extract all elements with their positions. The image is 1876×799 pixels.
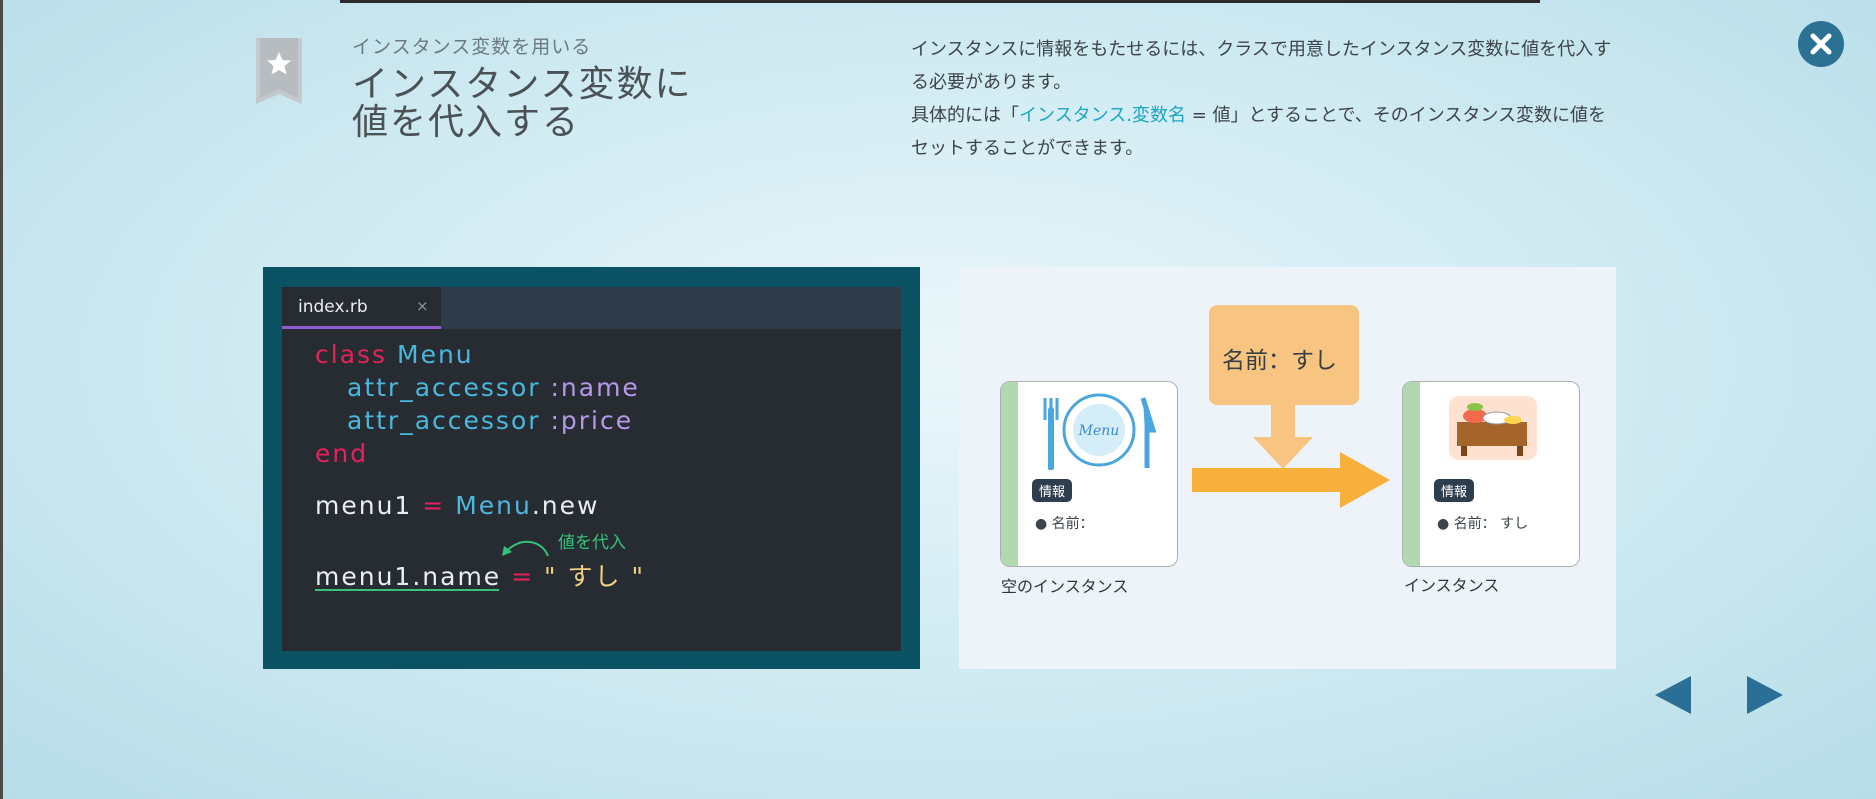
close-button[interactable]: [1798, 21, 1844, 67]
info-badge: 情報: [1032, 479, 1073, 502]
operator-assign: =: [422, 491, 446, 520]
name-label: 名前：: [1453, 516, 1496, 532]
code-editor: index.rb ×: [282, 287, 901, 651]
plate-text: Menu: [1078, 423, 1120, 439]
window-edge: [0, 0, 3, 799]
close-icon: [1810, 33, 1832, 55]
keyword-end: end: [315, 439, 369, 468]
tab-close-icon[interactable]: ×: [416, 297, 429, 315]
window-top-bar: [340, 0, 1540, 3]
class-menu: Menu: [455, 491, 532, 520]
assign-annotation: 値を代入: [558, 533, 626, 553]
code-line-3: attr_accessor :price: [347, 406, 633, 435]
triangle-right-icon: [1747, 676, 1783, 714]
curved-arrow-icon: [502, 541, 549, 557]
description-highlight: インスタンス.変数名: [1019, 105, 1187, 126]
method-new: .new: [531, 491, 600, 520]
method-attr-accessor: attr_accessor: [347, 406, 541, 435]
lesson-title: インスタンス変数に 値を代入する: [352, 64, 693, 143]
symbol-name: :name: [550, 373, 640, 402]
name-label: 名前：: [1051, 516, 1094, 532]
triangle-left-icon: [1655, 676, 1691, 714]
empty-instance-caption: 空のインスタンス: [1001, 577, 1129, 596]
class-name: Menu: [397, 340, 474, 369]
sushi-icon: [1449, 396, 1537, 460]
name-value: すし: [1500, 516, 1529, 532]
symbol-price: :price: [550, 406, 634, 435]
keyword-class: class: [315, 340, 388, 369]
bookmark-star-icon: [256, 38, 302, 104]
tab-index-rb[interactable]: index.rb ×: [282, 287, 441, 329]
method-attr-accessor: attr_accessor: [347, 373, 541, 402]
description-p2-after: = 値」とすることで、そのインスタンス変数に値をセットすることができます。: [911, 105, 1607, 159]
card-strip: [1403, 382, 1420, 566]
arrow-right-icon: [1192, 452, 1390, 508]
name-row: ● 名前：: [1035, 516, 1094, 532]
empty-instance-card: Menu 情報 ● 名前：: [1000, 381, 1178, 567]
info-badge: 情報: [1434, 479, 1475, 502]
filled-instance-caption: インスタンス: [1404, 576, 1500, 595]
plate-icon: Menu: [1043, 393, 1156, 470]
name-row: ● 名前： すし: [1437, 516, 1529, 532]
prev-slide-button[interactable]: [1655, 676, 1691, 714]
filled-instance-card: 情報 ● 名前： すし: [1402, 381, 1580, 567]
code-editor-panel: index.rb ×: [263, 267, 920, 669]
lesson-subtitle: インスタンス変数を用いる: [352, 36, 592, 58]
card-strip: [1001, 382, 1018, 566]
operator-assign: =: [511, 562, 535, 591]
next-slide-button[interactable]: [1747, 676, 1783, 714]
description-paragraph-1: インスタンスに情報をもたせるには、クラスで用意したインスタンス変数に値を代入する…: [911, 39, 1612, 93]
editor-tab-bar: index.rb ×: [282, 287, 901, 329]
string-value: " すし ": [544, 562, 645, 591]
description-paragraph-2: 具体的には「インスタンス.変数名 = 値」とすることで、そのインスタンス変数に値…: [911, 99, 1621, 165]
code-line-4: end: [315, 439, 368, 468]
code-line-2: attr_accessor :name: [347, 373, 640, 402]
lesson-description: インスタンスに情報をもたせるには、クラスで用意したインスタンス変数に値を代入する…: [911, 33, 1621, 165]
code-line-1: class Menu: [315, 340, 474, 369]
value-bubble: [1209, 305, 1359, 405]
code-line-5: menu1 = Menu.new: [315, 491, 599, 520]
attribute-target: menu1.name: [315, 562, 502, 591]
code-line-6: menu1.name = " すし ": [315, 557, 645, 593]
description-p2-before: 具体的には「: [911, 105, 1019, 126]
tab-label: index.rb: [298, 297, 368, 317]
bubble-pointer: [1253, 403, 1313, 469]
target-underline: [315, 589, 499, 591]
bubble-text: 名前：すし: [1222, 348, 1337, 374]
variable-menu1: menu1: [315, 491, 413, 520]
